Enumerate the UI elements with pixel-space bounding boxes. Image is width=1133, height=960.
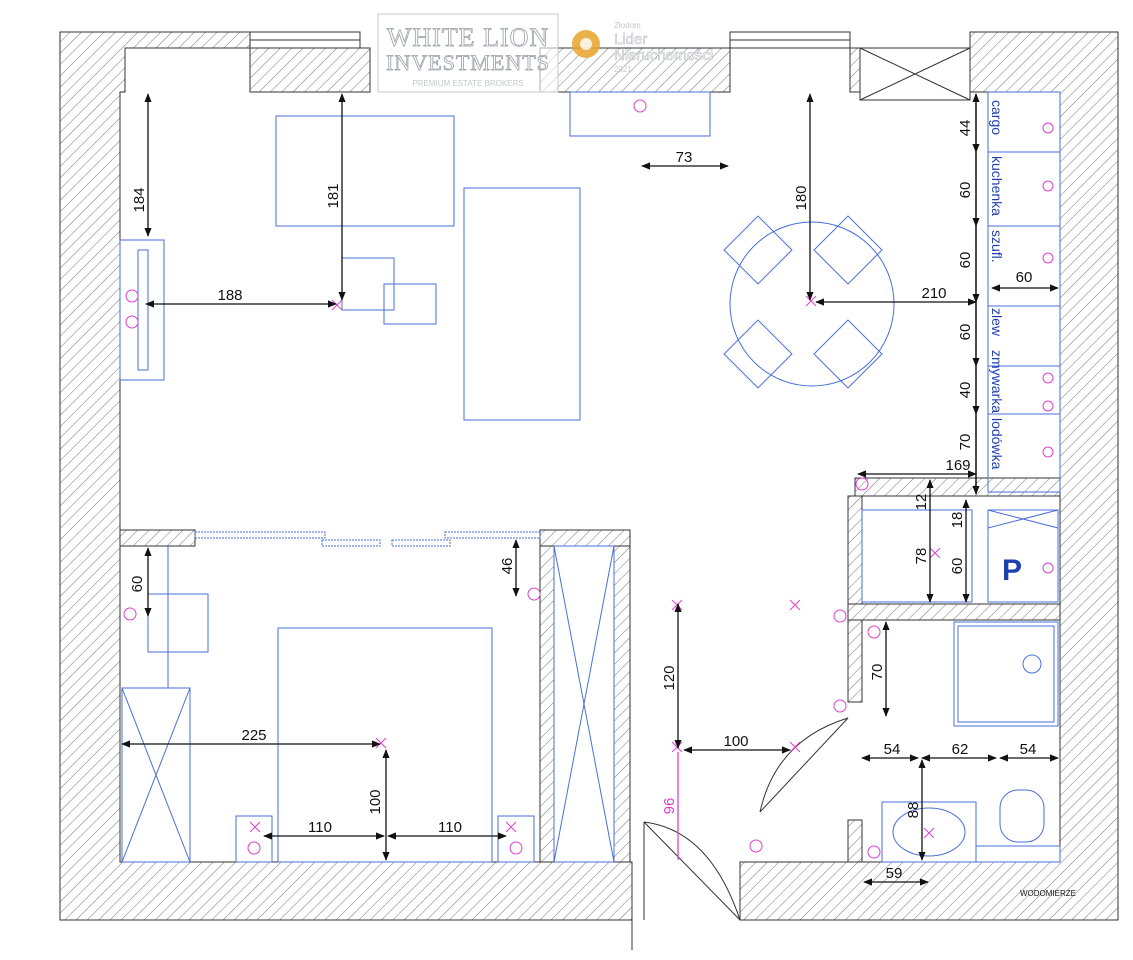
electrical-symbols bbox=[123, 99, 1054, 860]
label-szufl: szufl. bbox=[989, 230, 1005, 263]
dim-40: 40 bbox=[957, 382, 974, 399]
dim-60-f: 60 bbox=[129, 576, 146, 593]
dim-180: 180 bbox=[793, 185, 810, 210]
watermark: WHITE LION INVESTMENTS PREMIUM ESTATE BR… bbox=[377, 13, 714, 93]
label-lodowka: lodówka bbox=[989, 418, 1005, 470]
bathroom-fixtures bbox=[881, 621, 1061, 863]
dim-59: 59 bbox=[886, 865, 903, 882]
dim-78: 78 bbox=[913, 548, 930, 565]
dim-100-b: 100 bbox=[367, 789, 384, 814]
dim-60-a: 60 bbox=[957, 182, 974, 199]
label-zlew: zlew bbox=[989, 308, 1005, 337]
living-room-furniture bbox=[119, 91, 895, 421]
windows bbox=[249, 31, 971, 101]
dim-60-e: 60 bbox=[949, 558, 966, 575]
dim-18: 18 bbox=[949, 512, 966, 529]
dim-184: 184 bbox=[131, 187, 148, 212]
logo-brand-line3: PREMIUM ESTATE BROKERS bbox=[412, 79, 523, 88]
outer-walls bbox=[59, 31, 1119, 921]
dim-73: 73 bbox=[676, 149, 693, 166]
dim-225: 225 bbox=[241, 727, 266, 744]
dim-70-a: 70 bbox=[957, 434, 974, 451]
dim-100-a: 100 bbox=[723, 733, 748, 750]
dim-54-a: 54 bbox=[884, 741, 901, 758]
dimension-lines bbox=[121, 93, 1059, 886]
dim-88: 88 bbox=[905, 802, 922, 819]
dim-62: 62 bbox=[952, 741, 969, 758]
label-cargo: cargo bbox=[989, 100, 1005, 135]
dim-188: 188 bbox=[217, 287, 242, 304]
dim-60-c: 60 bbox=[957, 324, 974, 341]
logo-brand-line2: INVESTMENTS bbox=[386, 50, 550, 75]
dim-169: 169 bbox=[945, 457, 970, 474]
award-line2: Lider bbox=[614, 31, 647, 48]
kitchen-labels: cargo kuchenka szufl. zlew zmywarka lodó… bbox=[989, 100, 1022, 587]
label-kuchenka: kuchenka bbox=[989, 156, 1005, 216]
dim-44: 44 bbox=[957, 120, 974, 137]
dim-46: 46 bbox=[499, 558, 516, 575]
dim-110-b: 110 bbox=[438, 819, 462, 836]
logo-brand-line1: WHITE LION bbox=[387, 23, 549, 52]
doors bbox=[631, 717, 849, 950]
dim-60-b: 60 bbox=[957, 252, 974, 269]
dim-96: 96 bbox=[661, 798, 678, 815]
award-line4: 2021 bbox=[614, 65, 632, 74]
dim-181: 181 bbox=[325, 183, 342, 208]
closet-p-label: P bbox=[1002, 554, 1022, 587]
kitchen-cabinets bbox=[861, 91, 1061, 603]
dim-120: 120 bbox=[661, 665, 678, 690]
wardrobe bbox=[553, 545, 615, 863]
dim-70-b: 70 bbox=[869, 664, 886, 681]
dim-210: 210 bbox=[921, 285, 946, 302]
award-line1: Złodom bbox=[614, 21, 641, 30]
award-badge-icon bbox=[572, 30, 600, 58]
dim-12: 12 bbox=[913, 494, 930, 511]
sliding-doors bbox=[194, 531, 541, 547]
bedroom-furniture bbox=[121, 546, 535, 863]
award-line3: Nieruchomości bbox=[614, 47, 713, 64]
dim-60-d: 60 bbox=[1016, 269, 1033, 286]
dimension-labels: 184 181 73 180 188 210 44 60 60 60 40 70… bbox=[129, 120, 1036, 882]
water-meter-label: WODOMIERZE bbox=[1020, 889, 1076, 898]
label-zmywarka: zmywarka bbox=[989, 350, 1005, 413]
dim-110-a: 110 bbox=[308, 819, 332, 836]
interior-walls bbox=[119, 495, 1061, 863]
dim-54-b: 54 bbox=[1020, 741, 1037, 758]
